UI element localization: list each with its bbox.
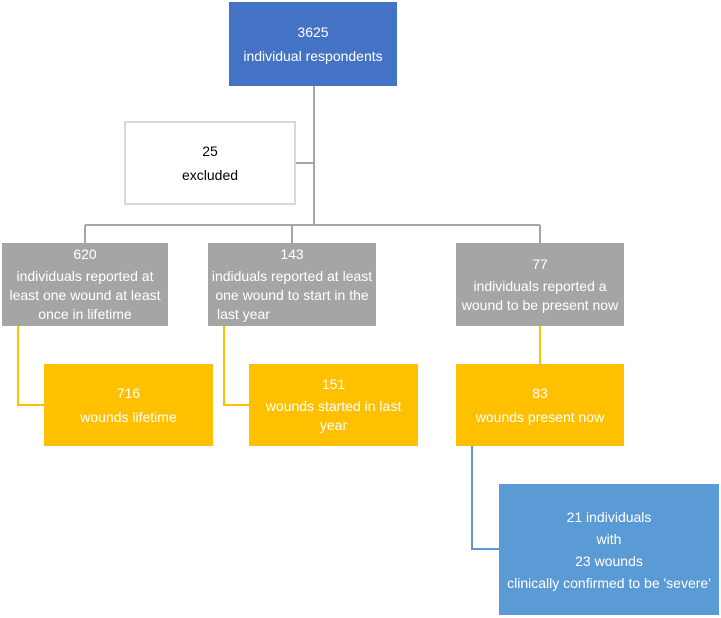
present-individuals-line1: individuals reported a <box>473 277 607 294</box>
present-individuals-count: 77 <box>532 255 548 272</box>
respondents-label: individual respondents <box>243 47 383 64</box>
last-year-wounds-count: 151 <box>321 376 346 392</box>
last-year-wounds-box: 151 wounds started in last year <box>249 364 418 446</box>
last-year-individuals-line2: one wound to start in the <box>215 287 369 303</box>
connector-lifetime-wounds <box>17 326 44 406</box>
respondents-count: 3625 <box>297 23 329 40</box>
present-wounds-count: 83 <box>532 384 548 401</box>
last-year-wounds-line2: year <box>319 417 348 433</box>
lifetime-individuals-line2: least one wound at least <box>9 287 161 303</box>
severe-line3: 23 wounds <box>575 552 643 569</box>
last-year-individuals-box: 143 indiduals reported at least one woun… <box>208 243 376 326</box>
severe-line1: 21 individuals <box>566 508 652 525</box>
excluded-label: excluded <box>181 166 239 183</box>
last-year-individuals-line1: indiduals reported at least <box>211 268 373 284</box>
present-wounds-label: wounds present now <box>475 408 605 425</box>
lifetime-wounds-label: wounds lifetime <box>80 408 177 425</box>
lifetime-wounds-count: 716 <box>116 384 141 401</box>
last-year-individuals-count: 143 <box>280 246 304 262</box>
lifetime-individuals-box: 620 individuals reported at least one wo… <box>2 243 168 326</box>
excluded-count: 25 <box>202 142 218 159</box>
last-year-wounds-line1: wounds started in last <box>265 398 402 414</box>
respondents-box: 3625 individual respondents <box>229 2 397 86</box>
lifetime-wounds-box: 716 wounds lifetime <box>44 364 213 446</box>
severe-line2: with <box>596 530 622 547</box>
lifetime-individuals-line1: individuals reported at <box>16 268 154 284</box>
present-individuals-line2: wound to be present now <box>461 296 619 313</box>
connector-severe <box>471 446 499 550</box>
lifetime-individuals-line3: once in lifetime <box>38 306 132 322</box>
last-year-individuals-line3: last year <box>217 306 270 322</box>
severe-box: 21 individuals with 23 wounds clinically… <box>499 484 719 615</box>
severe-line4: clinically confirmed to be 'severe' <box>507 574 711 591</box>
lifetime-individuals-count: 620 <box>73 246 97 262</box>
present-individuals-box: 77 individuals reported a wound to be pr… <box>456 243 624 326</box>
present-wounds-box: 83 wounds present now <box>456 364 624 446</box>
excluded-box: 25 excluded <box>124 121 296 205</box>
connector-last-year-wounds <box>223 326 249 406</box>
